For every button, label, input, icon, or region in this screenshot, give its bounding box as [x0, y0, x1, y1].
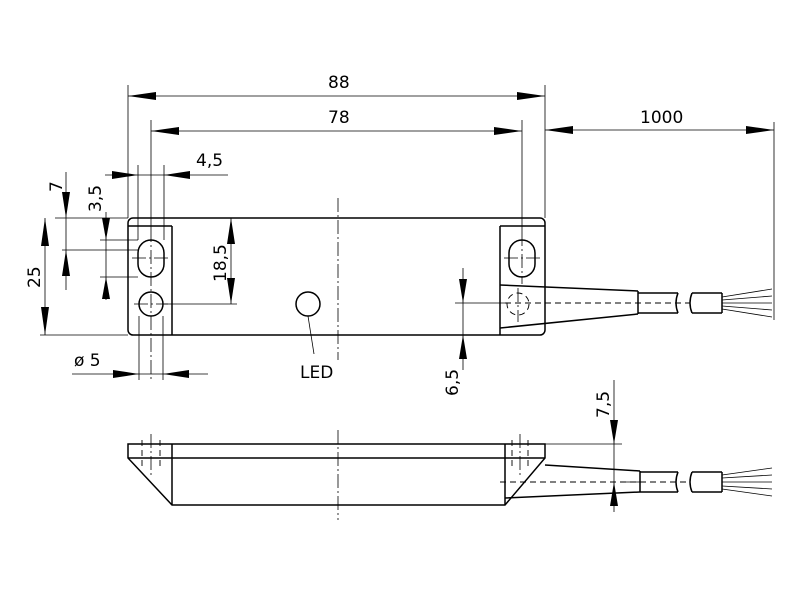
sensor-body-outline — [127, 217, 546, 336]
dim-inner-height: 18,5 — [164, 218, 237, 305]
dim-side-height-label: 7,5 — [594, 391, 614, 418]
dim-hole-spacing-label: 78 — [328, 108, 350, 128]
side-right-hole-hidden — [511, 434, 529, 475]
cable-wires — [721, 288, 773, 318]
side-cable-sheath-bottom — [504, 491, 641, 499]
dim-cable-offset-label: 6,5 — [443, 369, 463, 396]
dim-top-offset: 7 — [47, 172, 138, 290]
dim-cable-offset: 6,5 — [443, 268, 505, 396]
led-label: LED — [300, 363, 333, 383]
top-view: LED 88 78 1000 — [25, 73, 775, 396]
dim-slot-offset: 4,5 — [105, 151, 228, 240]
dim-body-height-label: 25 — [25, 266, 45, 288]
dim-slot-height: 3,5 — [86, 185, 138, 300]
dim-slot-offset-label: 4,5 — [196, 151, 223, 171]
dim-side-height: 7,5 — [545, 380, 640, 512]
led-leader-line — [307, 315, 315, 355]
dim-cable-length-label: 1000 — [640, 108, 683, 128]
dim-cable-length: 1000 — [545, 108, 775, 320]
dim-overall-length: 88 — [127, 73, 546, 218]
cable-sheath-top — [499, 284, 639, 292]
cable-side-view — [500, 464, 773, 499]
cable-top-view — [499, 284, 773, 329]
dim-hole-spacing: 78 — [150, 108, 523, 232]
dim-hole-diameter: ø 5 — [72, 316, 208, 380]
cable-break-right — [689, 292, 693, 314]
side-left-hole-hidden — [141, 434, 161, 475]
side-cable-wires — [721, 467, 773, 497]
side-cable-sheath-top — [544, 464, 641, 472]
dim-hole-diameter-label: ø 5 — [74, 351, 101, 371]
led-indicator — [295, 291, 321, 317]
dim-body-height: 25 — [25, 218, 128, 336]
side-view: 7,5 — [127, 380, 773, 520]
dim-overall-length-label: 88 — [328, 73, 350, 93]
dim-inner-height-label: 18,5 — [211, 244, 231, 282]
dim-slot-height-label: 3,5 — [86, 185, 106, 212]
side-body-outline — [127, 443, 546, 506]
cable-sheath-bottom — [499, 313, 639, 329]
dim-top-offset-label: 7 — [47, 181, 67, 192]
